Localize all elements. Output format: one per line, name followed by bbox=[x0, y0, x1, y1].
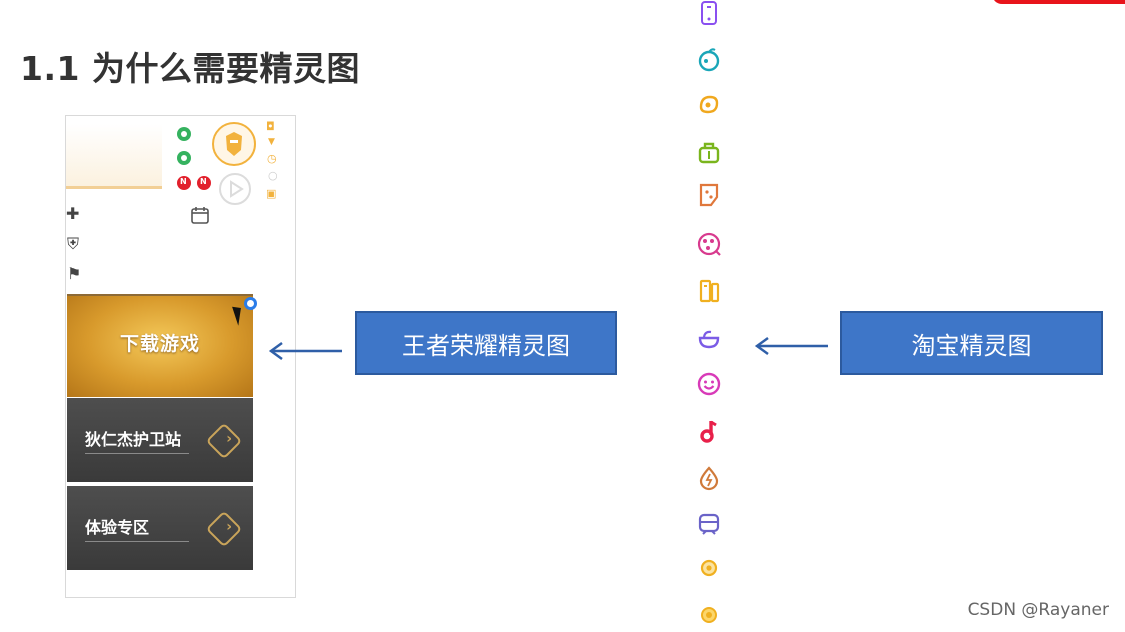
download-game-banner: 下载游戏 bbox=[67, 294, 253, 397]
smile-icon bbox=[696, 371, 722, 397]
puzzle-piece-icon: ✚ bbox=[66, 204, 80, 223]
hexagon-arrow-icon bbox=[205, 510, 243, 548]
hexagon-arrow-icon bbox=[205, 422, 243, 460]
book-icon bbox=[696, 278, 722, 304]
card-divider bbox=[85, 541, 189, 542]
pudding-icon bbox=[696, 91, 722, 117]
download-game-label: 下载游戏 bbox=[119, 333, 200, 355]
gold-coin-icon bbox=[696, 601, 722, 627]
red-new-badge-icon: N bbox=[177, 176, 191, 190]
page-title: 1.1 为什么需要精灵图 bbox=[20, 49, 360, 88]
ticket-icon: ▣ bbox=[266, 187, 277, 200]
green-dot-icon bbox=[177, 127, 191, 141]
red-new-badge-icon: N bbox=[197, 176, 211, 190]
cursor-indicator-icon bbox=[244, 297, 257, 310]
music-note-icon bbox=[696, 418, 722, 444]
watermark: CSDN @Rayaner bbox=[967, 600, 1109, 620]
hero-helmet-icon bbox=[212, 122, 256, 166]
shield-helmet-icon: ⛨ bbox=[67, 234, 80, 253]
honor-of-kings-callout: 王者荣耀精灵图 bbox=[355, 311, 617, 375]
circle-icon: ○ bbox=[268, 169, 278, 182]
honor-of-kings-sprite: N N ◘ ▼ ◷ ○ ▣ ✚ ⛨ ⚑ 下载游戏 狄仁杰护卫站 › 体验专区 › bbox=[65, 115, 296, 598]
diren-jie-card: 狄仁杰护卫站 › bbox=[67, 398, 253, 482]
left-arrow-icon bbox=[268, 341, 342, 361]
puzzle-icon bbox=[696, 182, 722, 208]
chevron-right-icon: › bbox=[226, 431, 232, 447]
top-accent-bar bbox=[992, 0, 1125, 4]
bag-icon bbox=[696, 139, 722, 165]
film-reel-icon bbox=[696, 231, 722, 257]
bowl-icon bbox=[696, 325, 722, 351]
clock-icon: ◷ bbox=[267, 152, 277, 165]
square-plus-icon: ◘ bbox=[266, 120, 275, 133]
calendar-icon bbox=[191, 207, 209, 224]
tomato-icon bbox=[696, 46, 722, 72]
left-arrow-icon bbox=[754, 336, 828, 356]
caret-down-icon: ▼ bbox=[268, 137, 275, 147]
chevron-right-icon: › bbox=[226, 519, 232, 535]
train-icon bbox=[696, 511, 722, 537]
coin-drop-icon bbox=[696, 465, 722, 491]
play-icon bbox=[219, 173, 251, 205]
phone-icon bbox=[696, 0, 722, 26]
flag-icon: ⚑ bbox=[67, 264, 82, 283]
diren-jie-label: 狄仁杰护卫站 bbox=[85, 430, 182, 449]
trial-zone-card: 体验专区 › bbox=[67, 486, 253, 570]
small-coin-icon bbox=[696, 555, 722, 581]
taobao-callout: 淘宝精灵图 bbox=[840, 311, 1103, 375]
trial-zone-label: 体验专区 bbox=[85, 518, 150, 537]
sprite-background-fade bbox=[66, 124, 162, 189]
green-dot-icon bbox=[177, 151, 191, 165]
card-divider bbox=[85, 453, 189, 454]
